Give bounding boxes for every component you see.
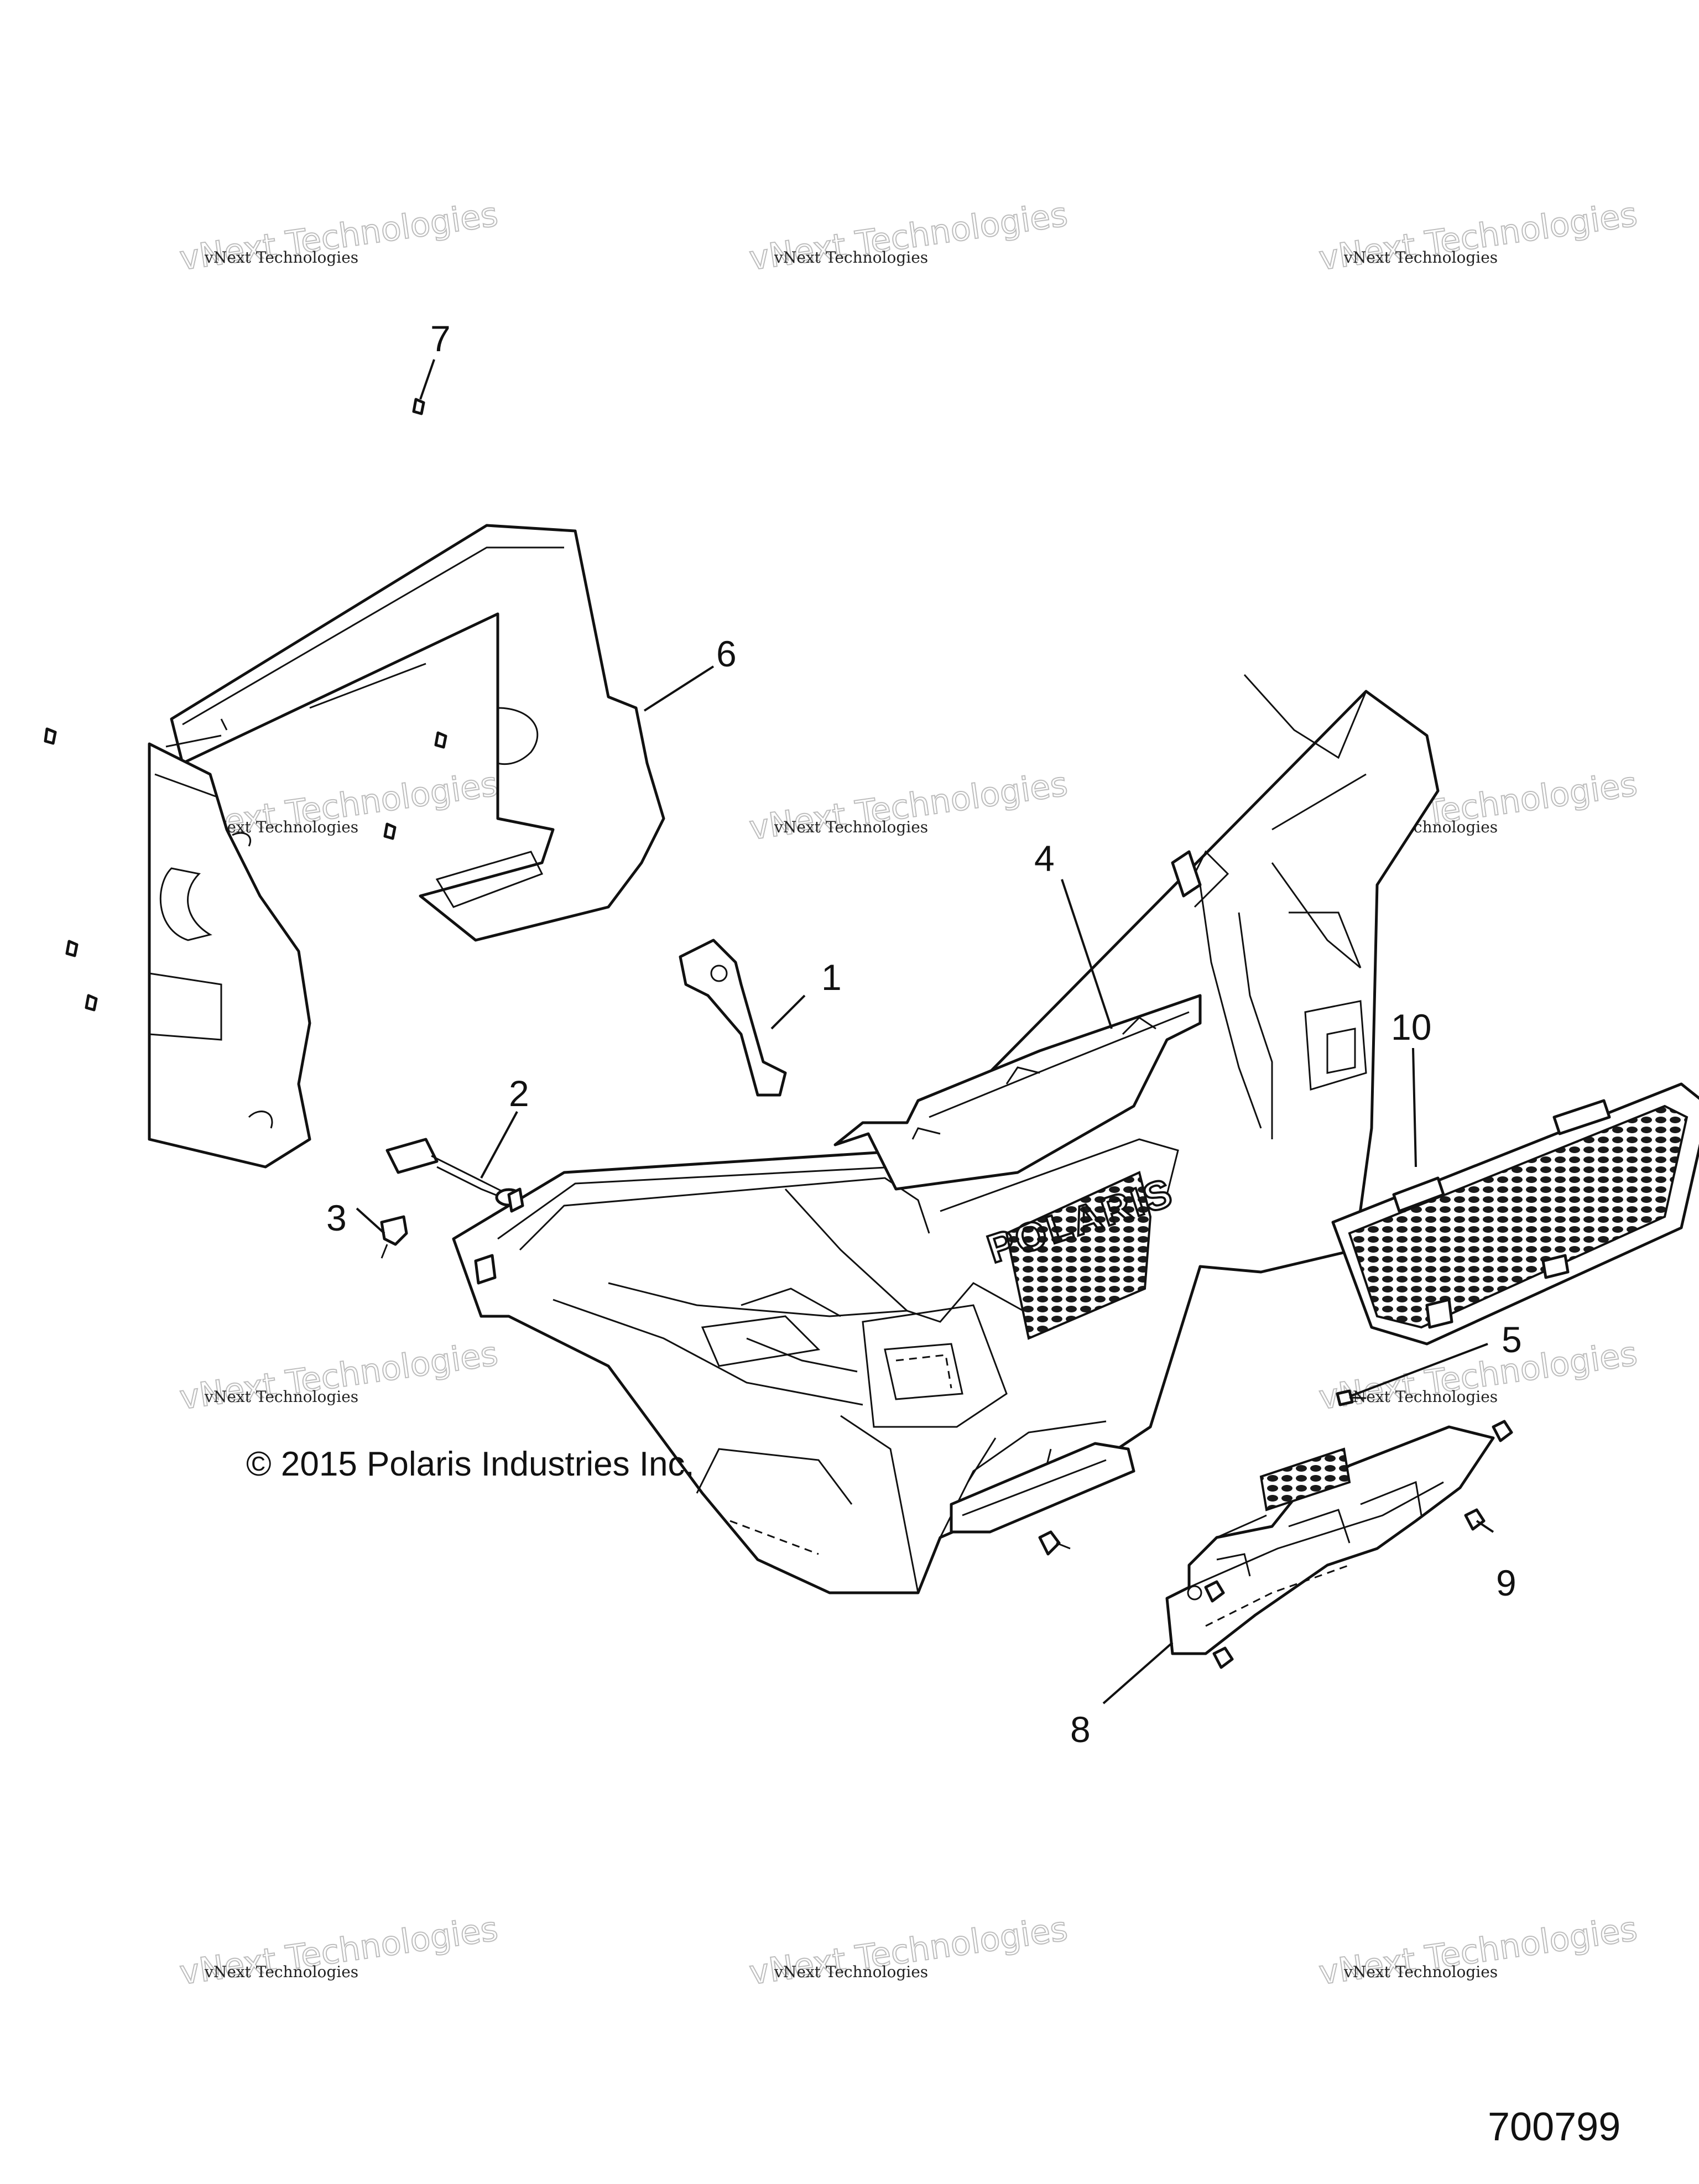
screw-icon xyxy=(44,727,57,745)
leader-line-6 xyxy=(643,665,715,712)
part-4-front-fascia: POLARIS xyxy=(452,674,1440,1594)
leader-line-1 xyxy=(770,994,806,1030)
callout-10: 10 xyxy=(1391,1007,1431,1047)
part-10-grille xyxy=(1331,1082,1699,1346)
screw-icon xyxy=(412,398,425,415)
screw-icon xyxy=(1336,1389,1354,1406)
part-2-sensor xyxy=(385,1138,523,1207)
callout-6: 6 xyxy=(716,633,737,674)
part-1-bracket xyxy=(679,939,787,1097)
screw-icon xyxy=(1492,1420,1513,1442)
watermark: vNext Technologies vNext Technologies xyxy=(1316,1909,1640,1993)
watermark-text: vNext Technologies xyxy=(774,818,928,836)
watermark-text: vNext Technologies xyxy=(1343,248,1498,267)
callout-7: 7 xyxy=(430,318,451,359)
callout-5: 5 xyxy=(1502,1319,1522,1360)
copyright-notice: © 2015 Polaris Industries Inc. xyxy=(246,1445,695,1483)
watermark-text: vNext Technologies xyxy=(204,1963,358,1981)
watermark: vNext Technologies vNext Technologies xyxy=(1316,195,1640,279)
leader-line-10 xyxy=(1412,1047,1417,1167)
part-3-rivet xyxy=(380,1215,408,1259)
screw-icon xyxy=(383,822,397,840)
callout-3: 3 xyxy=(326,1197,347,1238)
callout-labels: 1 2 3 4 5 6 7 8 9 10 xyxy=(326,318,1522,1750)
leader-line-7 xyxy=(419,359,435,400)
callout-9: 9 xyxy=(1496,1562,1516,1603)
watermark: vNext Technologies vNext Technologies xyxy=(747,1909,1071,1993)
watermark-text: vNext Technologies xyxy=(774,248,928,267)
document-number: 700799 xyxy=(1488,2105,1620,2149)
watermark-text: vNext Technologies xyxy=(774,1963,928,1981)
screw-icon xyxy=(1204,1580,1225,1603)
leader-line-8 xyxy=(1102,1641,1174,1705)
screw-icon xyxy=(434,731,447,749)
watermark-text: vNext Technologies xyxy=(1343,1963,1498,1981)
callout-8: 8 xyxy=(1070,1709,1091,1750)
part-8-lower-panel xyxy=(1165,1420,1513,1669)
leader-line-3 xyxy=(356,1207,385,1234)
callout-1: 1 xyxy=(821,957,842,998)
shroud-fasteners xyxy=(44,398,447,1012)
watermark: vNext Technologies vNext Technologies xyxy=(177,1334,501,1418)
screw-icon xyxy=(85,994,98,1012)
leader-line-2 xyxy=(480,1111,518,1179)
leader-line-9 xyxy=(1476,1520,1494,1533)
watermark-text: vNext Technologies xyxy=(1343,1388,1498,1406)
screw-icon xyxy=(1038,1530,1061,1556)
watermark: vNext Technologies vNext Technologies xyxy=(177,1909,501,1993)
watermark-text: vNext Technologies xyxy=(204,1388,358,1406)
screw-icon xyxy=(1212,1646,1234,1669)
watermark-group: vNext Technologies vNext Technologies vN… xyxy=(177,195,1640,1993)
leader-line-5 xyxy=(1349,1343,1488,1398)
watermark-text: vNext Technologies xyxy=(204,248,358,267)
callout-2: 2 xyxy=(509,1073,529,1114)
fastener-5 xyxy=(1336,1389,1367,1406)
leader-lines xyxy=(356,359,1494,1705)
screw-icon xyxy=(1464,1508,1486,1531)
screw-icon xyxy=(65,940,79,957)
watermark: vNext Technologies vNext Technologies xyxy=(177,195,501,279)
watermark: vNext Technologies vNext Technologies xyxy=(747,764,1071,848)
watermark: vNext Technologies vNext Technologies xyxy=(747,195,1071,279)
leader-line-4 xyxy=(1061,879,1113,1029)
part-6-shroud xyxy=(148,524,665,1169)
callout-4: 4 xyxy=(1034,838,1055,879)
